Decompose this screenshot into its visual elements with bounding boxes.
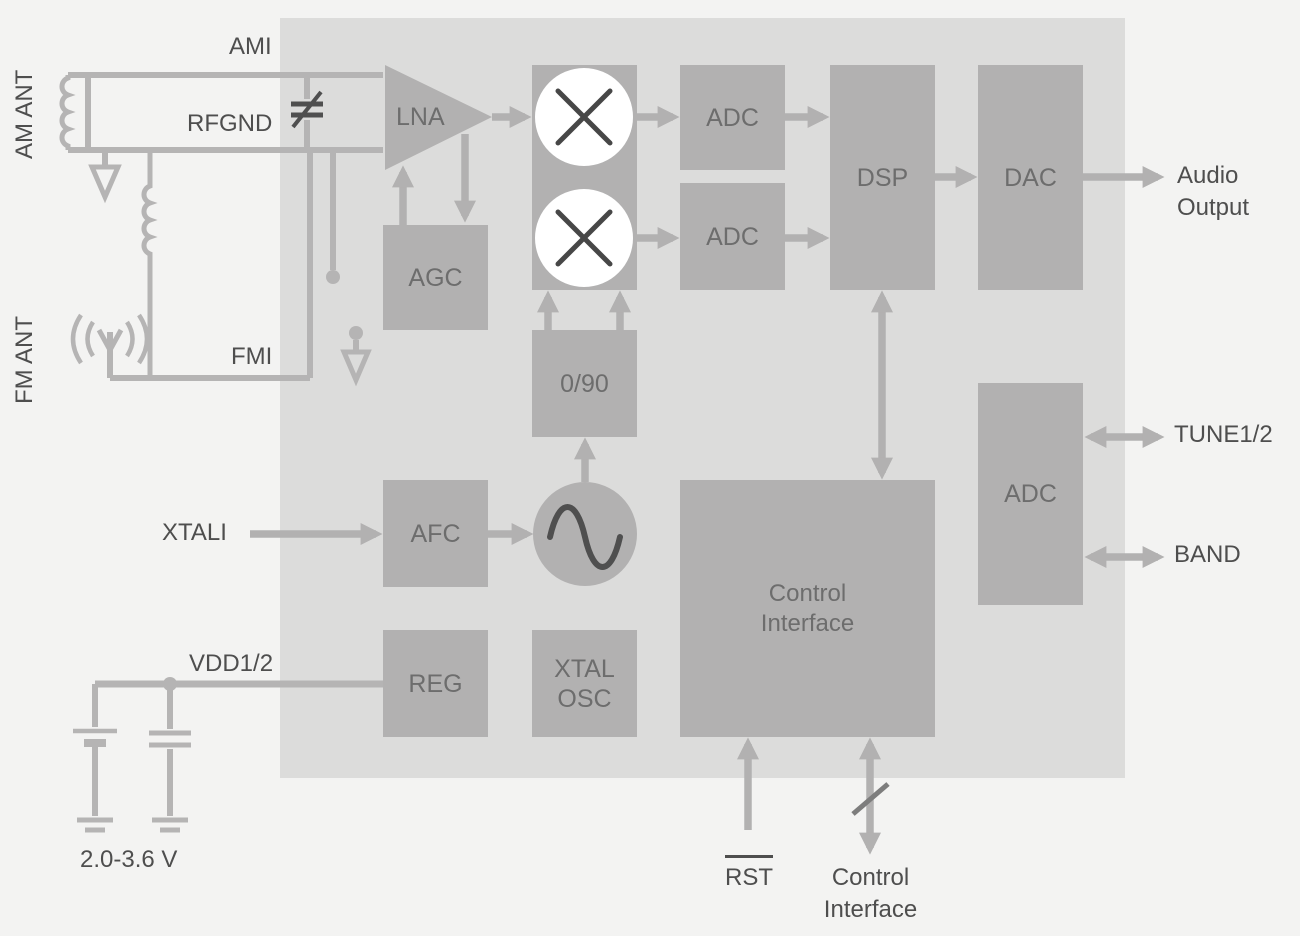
- control-interface-block: Control Interface: [680, 480, 935, 737]
- vdd-junction-dot: [163, 677, 177, 691]
- supply-range-label: 2.0-3.6 V: [80, 846, 178, 873]
- fm-wave-icon: [70, 313, 83, 365]
- control-interface-label-line1: Control: [768, 579, 847, 607]
- control-pin-line1: Control: [831, 864, 910, 891]
- adc-aux-block: ADC: [978, 383, 1083, 605]
- bus-slash-icon: [851, 782, 890, 816]
- am-ground-arrow-icon: [88, 164, 122, 204]
- dsp-block: DSP: [830, 65, 935, 290]
- agc-label: AGC: [408, 263, 463, 292]
- fm-antenna-icon: [96, 328, 113, 352]
- xtal-osc-block: XTAL OSC: [532, 630, 637, 737]
- adc-q-block: ADC: [680, 183, 785, 290]
- reg-label: REG: [408, 669, 463, 698]
- rst-label: RST: [722, 855, 776, 892]
- tune-label: TUNE1/2: [1174, 421, 1273, 448]
- control-pin-line2: Interface: [823, 896, 918, 923]
- xtali-label: XTALI: [162, 519, 227, 546]
- dac-block: DAC: [978, 65, 1083, 290]
- fm-wave-icon: [137, 313, 150, 365]
- am-ant-label: AM ANT: [11, 69, 38, 160]
- adc-i-block: ADC: [680, 65, 785, 170]
- fm-coupling-coil-icon: [141, 150, 158, 378]
- control-interface-pin-label: Control Interface: [793, 862, 948, 926]
- fm-wave-icon: [85, 320, 95, 358]
- mixer-box: [532, 65, 637, 290]
- fm-ant-label: FM ANT: [11, 316, 38, 405]
- adc-q-label: ADC: [706, 222, 759, 251]
- ami-label: AMI: [229, 33, 272, 60]
- afc-block: AFC: [383, 480, 488, 587]
- quadrature-block: 0/90: [532, 330, 637, 437]
- rst-overline-label: RST: [725, 855, 773, 892]
- dac-label: DAC: [1004, 163, 1057, 192]
- quadrature-label: 0/90: [560, 369, 609, 398]
- fm-antenna-icon: [107, 328, 124, 352]
- audio-output-line2: Output: [1177, 194, 1250, 221]
- afc-label: AFC: [410, 519, 461, 548]
- audio-output-label: Audio Output: [1177, 160, 1249, 224]
- xtal-osc-label-line1: XTAL: [554, 654, 615, 683]
- dsp-label: DSP: [856, 163, 909, 192]
- adc-aux-label: ADC: [1004, 480, 1057, 508]
- audio-output-line1: Audio: [1177, 162, 1239, 189]
- fm-wave-icon: [125, 320, 135, 358]
- reg-block: REG: [383, 630, 488, 737]
- lna-label: LNA: [396, 103, 445, 131]
- agc-block: AGC: [383, 225, 488, 330]
- am-antenna-coil-icon: [59, 75, 76, 150]
- vdd-label: VDD1/2: [189, 650, 274, 677]
- band-label: BAND: [1174, 541, 1241, 568]
- xtal-osc-label-line2: OSC: [557, 684, 612, 713]
- fmi-label: FMI: [231, 343, 273, 370]
- control-interface-label-line2: Interface: [760, 609, 855, 637]
- rfgnd-label: RFGND: [187, 110, 273, 137]
- adc-i-label: ADC: [706, 103, 759, 132]
